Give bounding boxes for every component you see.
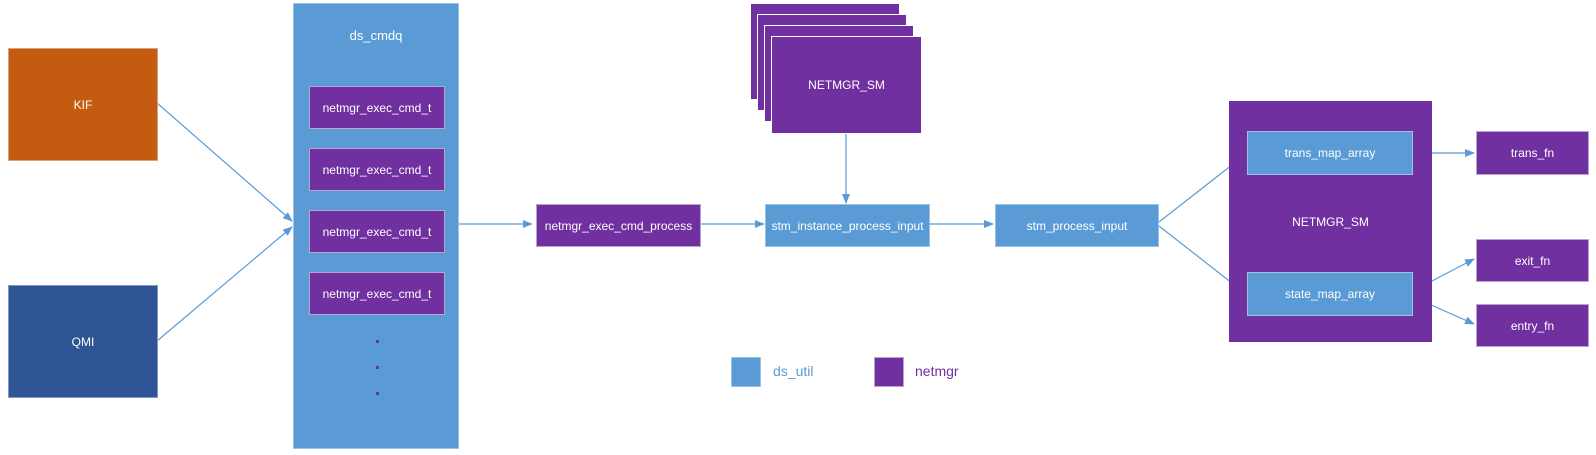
netmgr-sm-title: NETMGR_SM bbox=[1292, 214, 1369, 229]
kif-label: KIF bbox=[73, 97, 93, 112]
arrow-qmi-to-cmdq bbox=[156, 226, 293, 342]
cmdq-item: netmgr_exec_cmd_t bbox=[309, 86, 445, 129]
cmdq-item-label: netmgr_exec_cmd_t bbox=[322, 224, 432, 239]
cmdq-item-label: netmgr_exec_cmd_t bbox=[322, 286, 432, 301]
legend-swatch-netmgr bbox=[874, 357, 904, 387]
ds-cmdq-title: ds_cmdq bbox=[349, 28, 403, 43]
qmi-label: QMI bbox=[71, 334, 95, 349]
trans-fn-label: trans_fn bbox=[1510, 146, 1555, 160]
trans-map-box: trans_map_array bbox=[1247, 131, 1413, 175]
state-map-box: state_map_array bbox=[1247, 272, 1413, 316]
ellipsis-dot bbox=[376, 366, 379, 369]
legend-label-ds-util: ds_util bbox=[773, 363, 814, 379]
cmdq-item: netmgr_exec_cmd_t bbox=[309, 148, 445, 191]
exec-process-box: netmgr_exec_cmd_process bbox=[536, 204, 701, 247]
arrow-kif-to-cmdq bbox=[156, 102, 293, 222]
cmdq-item-label: netmgr_exec_cmd_t bbox=[322, 162, 432, 177]
stm-process-label: stm_process_input bbox=[1026, 218, 1128, 233]
exit-fn-label: exit_fn bbox=[1514, 253, 1551, 268]
entry-fn-box: entry_fn bbox=[1476, 304, 1589, 347]
entry-fn-label: entry_fn bbox=[1510, 318, 1555, 333]
qmi-box: QMI bbox=[8, 285, 158, 398]
cmdq-item: netmgr_exec_cmd_t bbox=[309, 272, 445, 315]
cmdq-item: netmgr_exec_cmd_t bbox=[309, 210, 445, 253]
cmdq-item-label: netmgr_exec_cmd_t bbox=[322, 100, 432, 115]
exit-fn-box: exit_fn bbox=[1476, 239, 1589, 282]
exec-process-label: netmgr_exec_cmd_process bbox=[544, 218, 693, 233]
ellipsis-dot bbox=[376, 340, 379, 343]
state-map-label: state_map_array bbox=[1284, 287, 1376, 301]
trans-fn-box: trans_fn bbox=[1476, 131, 1589, 175]
stm-instance-label: stm_instance_process_input bbox=[771, 218, 924, 233]
sm-stack-front: NETMGR_SM bbox=[771, 36, 922, 134]
sm-stack-label: NETMGR_SM bbox=[808, 78, 885, 92]
legend-swatch-ds-util bbox=[731, 357, 761, 387]
legend-label-netmgr: netmgr bbox=[915, 363, 959, 379]
trans-map-label: trans_map_array bbox=[1284, 146, 1376, 160]
ellipsis-dot bbox=[376, 392, 379, 395]
stm-instance-box: stm_instance_process_input bbox=[765, 204, 930, 247]
kif-box: KIF bbox=[8, 48, 158, 161]
stm-process-box: stm_process_input bbox=[995, 204, 1159, 247]
